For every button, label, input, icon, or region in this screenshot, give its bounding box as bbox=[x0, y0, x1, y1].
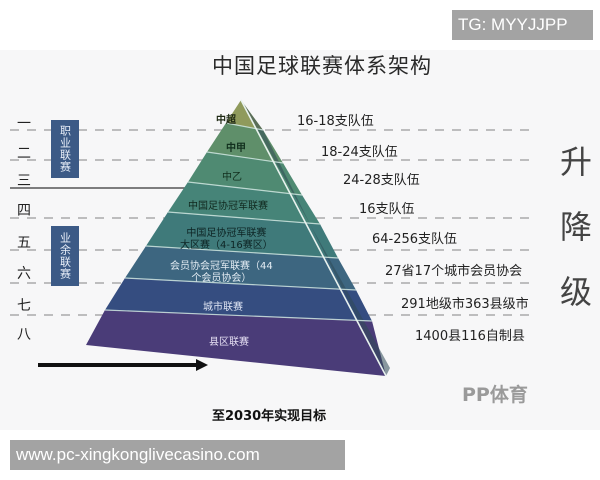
brand-logo: PP体育 bbox=[462, 384, 528, 406]
level-number: 七 bbox=[17, 298, 31, 314]
layer-label-cfa-champions: 中国足协冠军联赛 bbox=[188, 201, 268, 212]
level-number: 八 bbox=[17, 327, 31, 343]
level-number: 一 bbox=[17, 116, 31, 132]
level-number: 六 bbox=[17, 266, 31, 282]
level-number: 三 bbox=[17, 173, 31, 189]
team-count: 18-24支队伍 bbox=[321, 145, 398, 160]
category-professional: 职业联赛 bbox=[51, 120, 79, 178]
team-count: 16-18支队伍 bbox=[297, 114, 374, 129]
layer-label-csl: 中超 bbox=[216, 115, 236, 126]
team-count: 64-256支队伍 bbox=[372, 232, 458, 247]
category-amateur: 业余联赛 bbox=[51, 226, 79, 286]
layer-label-county: 县区联赛 bbox=[209, 337, 249, 348]
team-count: 24-28支队伍 bbox=[343, 173, 420, 188]
team-count: 291地级市363县级市 bbox=[401, 297, 529, 312]
level-number: 二 bbox=[17, 146, 31, 162]
side-label-level: 级 bbox=[559, 273, 592, 311]
arrow-head-icon bbox=[196, 359, 208, 371]
pyramid-graphic bbox=[10, 99, 530, 377]
side-label-relegate: 降 bbox=[559, 208, 592, 246]
layer-label-city: 城市联赛 bbox=[203, 302, 243, 313]
side-label-promote: 升 bbox=[559, 143, 592, 181]
goal-text: 至2030年实现目标 bbox=[212, 409, 327, 424]
tg-watermark-badge: TG: MYYJJPP bbox=[452, 10, 593, 40]
diagram-canvas: 中国足球联赛体系架构 一 二 三 四 五 六 七 八 职业联赛 业余联赛 中超 … bbox=[0, 50, 600, 430]
team-count: 1400县116自制县 bbox=[415, 329, 525, 344]
layer-label-member-assoc: 会员协会冠军联赛（44 个会员协会） bbox=[170, 261, 273, 284]
level-number: 四 bbox=[17, 203, 31, 219]
diagram-title: 中国足球联赛体系架构 bbox=[212, 54, 432, 78]
layer-label-regional: 中国足协冠军联赛 大区赛（4-16赛区） bbox=[180, 228, 273, 251]
team-count: 27省17个城市会员协会 bbox=[385, 264, 523, 279]
level-number: 五 bbox=[17, 235, 31, 251]
url-watermark-badge: www.pc-xingkonglivecasino.com bbox=[10, 440, 345, 470]
layer-label-china-league-one: 中甲 bbox=[226, 143, 246, 154]
layer-label-china-league-two: 中乙 bbox=[222, 172, 242, 183]
team-count: 16支队伍 bbox=[359, 202, 415, 217]
